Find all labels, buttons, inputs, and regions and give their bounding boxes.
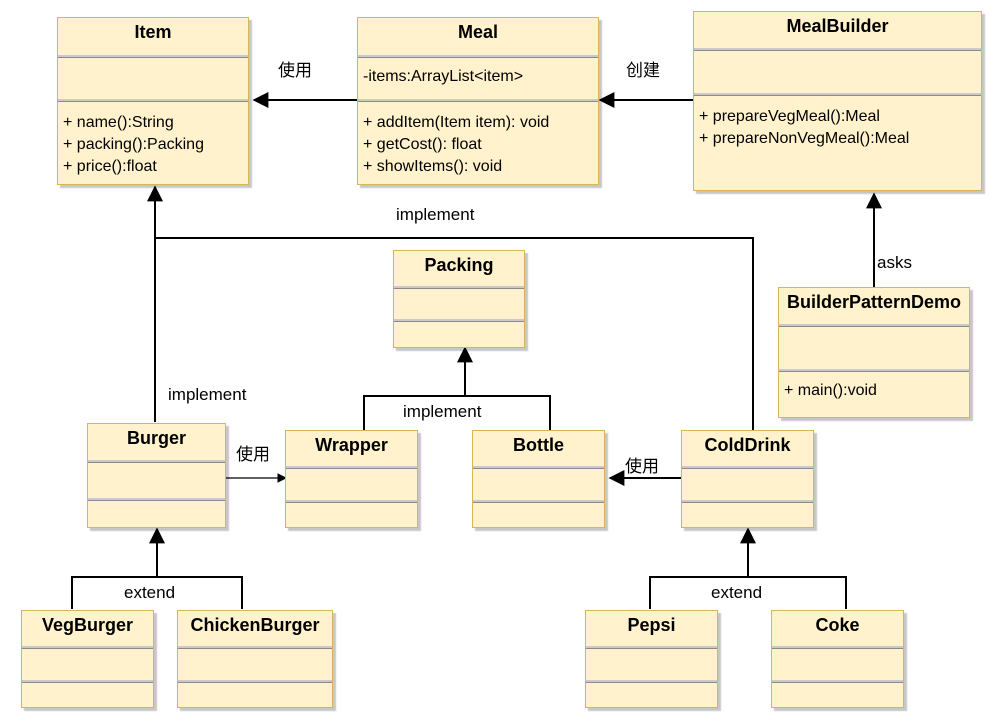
label-colddrink-implements: implement — [396, 205, 475, 224]
class-separator — [473, 466, 604, 469]
class-separator — [772, 680, 903, 683]
class-name: ColdDrink — [704, 435, 791, 455]
class-separator — [286, 466, 417, 469]
class-separator — [694, 93, 981, 96]
class-name: VegBurger — [41, 615, 134, 635]
method: + name():String — [63, 114, 174, 131]
class-name: MealBuilder — [786, 16, 889, 36]
class-item: Item + name():String + packing():Packing… — [57, 17, 249, 185]
class-packing: Packing — [393, 250, 525, 348]
method: + addItem(Item item): void — [363, 114, 550, 131]
method: + price():float — [63, 158, 157, 175]
label-packing-implementations: implement — [403, 402, 482, 421]
class-separator — [286, 500, 417, 503]
class-separator — [58, 99, 248, 102]
class-separator — [358, 99, 598, 102]
attribute: -items:ArrayList<item> — [363, 68, 524, 85]
class-separator — [779, 369, 969, 372]
method: + main():void — [784, 382, 877, 399]
class-name: Item — [134, 22, 172, 42]
class-name: ChickenBurger — [190, 615, 320, 635]
class-separator — [586, 680, 717, 683]
class-chickenburger: ChickenBurger — [177, 610, 333, 708]
class-name: Burger — [126, 428, 186, 448]
colddrink-to-item-line — [155, 237, 754, 430]
class-separator — [88, 460, 225, 463]
class-separator — [394, 286, 524, 289]
class-colddrink: ColdDrink — [681, 430, 814, 528]
class-separator — [682, 500, 813, 503]
label-burger-implements: implement — [168, 385, 247, 404]
class-wrapper: Wrapper — [285, 430, 418, 528]
class-vegburger: VegBurger — [21, 610, 154, 708]
class-separator — [586, 646, 717, 649]
class-separator — [682, 466, 813, 469]
method: + prepareVegMeal():Meal — [699, 108, 880, 125]
label-colddrink-uses-bottle: 使用 — [625, 457, 659, 476]
label-burger-extend: extend — [124, 583, 176, 602]
class-separator — [694, 48, 981, 51]
method: + getCost(): float — [363, 136, 482, 153]
class-name: Wrapper — [315, 435, 388, 455]
wrapper-bottle-branch-line — [363, 395, 551, 430]
class-name: Pepsi — [627, 615, 676, 635]
class-burger: Burger — [87, 423, 226, 528]
class-separator — [22, 646, 153, 649]
class-coke: Coke — [771, 610, 904, 708]
class-separator — [772, 646, 903, 649]
class-separator — [22, 680, 153, 683]
class-pepsi: Pepsi — [585, 610, 718, 708]
class-separator — [358, 55, 598, 58]
label-colddrink-extend: extend — [711, 583, 763, 602]
label-meal-uses-item: 使用 — [278, 61, 312, 80]
class-separator — [473, 500, 604, 503]
class-name: Coke — [815, 615, 860, 635]
class-separator — [178, 680, 332, 683]
class-bottle: Bottle — [472, 430, 605, 528]
class-separator — [88, 498, 225, 501]
class-separator — [58, 55, 248, 58]
class-separator — [178, 646, 332, 649]
class-name: Packing — [424, 255, 494, 275]
method: + showItems(): void — [363, 158, 503, 175]
class-name: Bottle — [513, 435, 564, 455]
class-mealbuilder: MealBuilder + prepareVegMeal():Meal + pr… — [693, 11, 982, 191]
label-demo-asks: asks — [877, 253, 912, 272]
class-meal: Meal -items:ArrayList<item> + addItem(It… — [357, 17, 599, 185]
class-name: Meal — [457, 22, 499, 42]
method: + prepareNonVegMeal():Meal — [699, 130, 910, 147]
label-builder-creates-meal: 创建 — [626, 61, 660, 80]
class-name: BuilderPatternDemo — [786, 292, 962, 312]
class-builder-pattern-demo: BuilderPatternDemo + main():void — [778, 287, 970, 418]
method: + packing():Packing — [63, 136, 204, 153]
label-burger-uses-wrapper: 使用 — [236, 445, 270, 464]
class-separator — [394, 319, 524, 322]
class-separator — [779, 324, 969, 327]
